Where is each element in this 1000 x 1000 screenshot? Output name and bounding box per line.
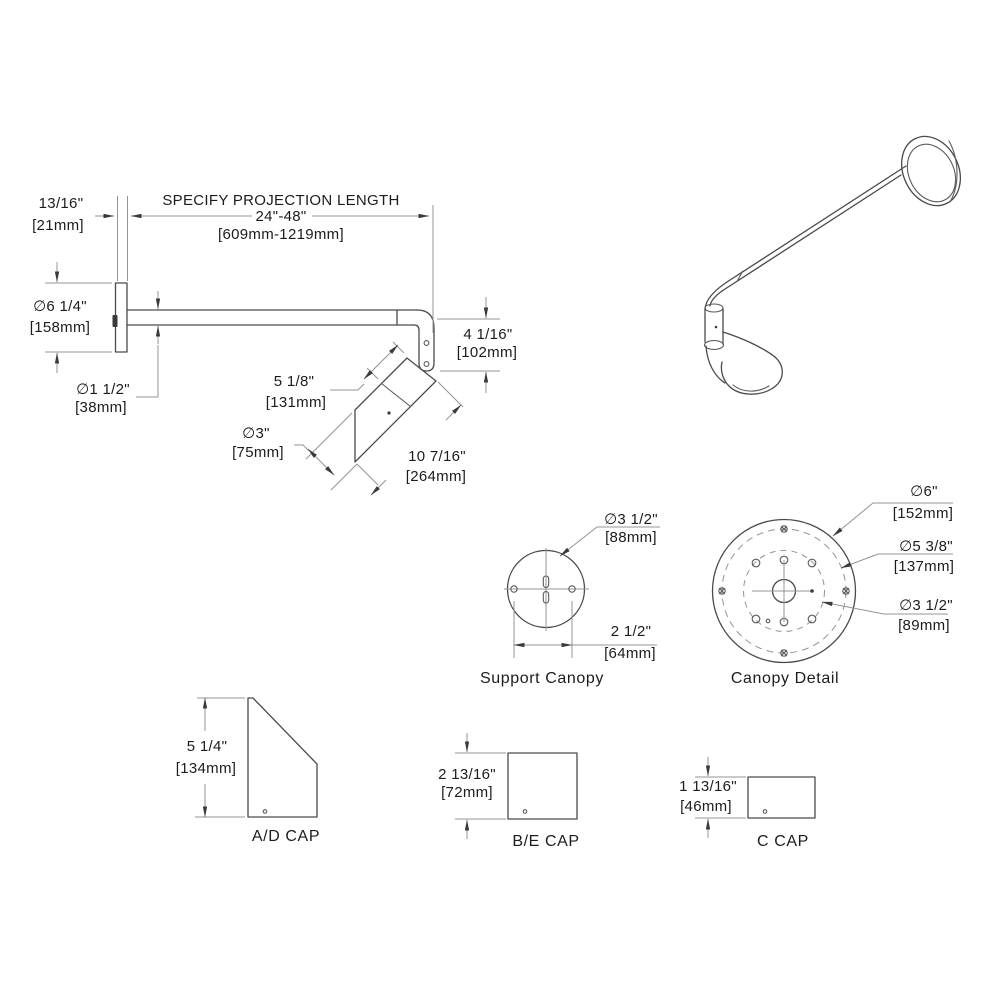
iso-arm-edge — [721, 174, 902, 292]
dim-bolt-circle-mm: [137mm] — [894, 558, 954, 575]
dim-projection-title: SPECIFY PROJECTION LENGTH — [162, 192, 399, 209]
canopy-outer-circle — [711, 518, 857, 664]
side-view: 13/16" [21mm] SPECIFY PROJECTION LENGTH … — [30, 192, 517, 496]
dim-head-dia-in: ∅3" — [242, 425, 270, 442]
elbow — [413, 309, 435, 372]
dim-head-upper-in: 5 1/8" — [274, 373, 315, 390]
leader-line — [136, 345, 159, 398]
ad-cap-hole — [262, 809, 268, 814]
dim-line — [363, 344, 399, 380]
c-cap-caption: C CAP — [757, 833, 809, 850]
c-cap-diagram: 1 13/16" [46mm] C CAP — [679, 757, 816, 850]
ext-line — [366, 367, 379, 380]
elbow-screw-hole — [423, 361, 430, 367]
dim-arm-dia-in: ∅1 1/2" — [76, 381, 130, 398]
dim-drop-in: 4 1/16" — [463, 326, 512, 343]
dim-c-cap-mm: [46mm] — [680, 798, 732, 815]
dim-canopy-inner-in: ∅3 1/2" — [899, 597, 953, 614]
dim-line — [445, 404, 462, 421]
ad-cap-profile — [247, 697, 318, 818]
center-slot — [542, 575, 550, 588]
iso-neck-ring — [704, 303, 724, 313]
mount-hole — [568, 585, 576, 593]
dim-drop-mm: [102mm] — [457, 344, 517, 361]
leader-line — [294, 444, 310, 452]
ad-cap-diagram: 5 1/4" [134mm] A/D CAP — [176, 697, 320, 845]
ad-cap-caption: A/D CAP — [252, 828, 320, 845]
lamp-head — [354, 357, 437, 463]
be-cap-hole — [522, 809, 528, 814]
lamp-head-seam — [380, 382, 412, 408]
support-canopy-diagram: ∅3 1/2" [88mm] 2 1/2" [64mm] Support Can… — [480, 511, 660, 687]
ext-line — [330, 463, 358, 491]
be-cap-profile — [507, 752, 578, 820]
dim-canopy-dia-in: ∅6 1/4" — [33, 298, 87, 315]
dim-c-cap-in: 1 13/16" — [679, 778, 737, 795]
dim-head-length-mm: [264mm] — [406, 468, 466, 485]
leader-line — [559, 526, 660, 557]
c-cap-profile — [747, 776, 816, 819]
dim-plate-thickness-in: 13/16" — [39, 195, 84, 212]
mount-hole — [510, 585, 518, 593]
elbow-screw-hole — [423, 340, 430, 346]
canopy-detail-diagram: ∅6" [152mm] ∅5 3/8" [137mm] ∅3 1/2" [89m… — [711, 483, 954, 687]
inner-circle — [743, 550, 825, 632]
lamp-head-set-screw — [387, 411, 391, 415]
plate-set-screw — [112, 315, 118, 327]
dim-projection-range-mm: [609mm-1219mm] — [218, 226, 344, 243]
dim-projection-range-in: 24"-48" — [255, 208, 306, 225]
iso-canopy-rim — [948, 140, 958, 203]
dim-be-cap-mm: [72mm] — [441, 784, 493, 801]
isometric-view — [703, 135, 961, 395]
dim-canopy-inner-mm: [89mm] — [898, 617, 950, 634]
iso-arm-edge — [726, 165, 907, 283]
ext-line — [392, 341, 405, 354]
ext-line — [305, 412, 353, 460]
iso-canopy-inner — [906, 143, 957, 203]
dim-canopy-dia-mm: [158mm] — [30, 319, 90, 336]
dim-ad-cap-mm: [134mm] — [176, 760, 236, 777]
dim-support-canopy-dia-mm: [88mm] — [605, 529, 657, 546]
leader-line — [832, 502, 953, 537]
iso-head-left-edge — [705, 345, 726, 384]
iso-neck-bottom-ring — [703, 339, 725, 351]
dim-head-dia-mm: [75mm] — [232, 444, 284, 461]
support-canopy-caption: Support Canopy — [480, 670, 604, 687]
dim-line — [370, 479, 387, 496]
ext-line — [437, 381, 464, 408]
iso-arm-seam — [736, 270, 744, 282]
canopy-detail-caption: Canopy Detail — [731, 670, 839, 687]
iso-head-rim — [732, 384, 770, 392]
dim-hole-spacing-mm: [64mm] — [604, 645, 656, 662]
dim-head-upper-mm: [131mm] — [266, 394, 326, 411]
iso-head-top-edge — [722, 331, 776, 358]
be-cap-diagram: 2 13/16" [72mm] B/E CAP — [438, 733, 579, 850]
leader-line — [821, 601, 948, 615]
leader-line — [840, 553, 953, 569]
dim-bolt-circle-in: ∅5 3/8" — [899, 538, 953, 555]
bolt-circle-screws — [718, 525, 850, 657]
dim-head-length-in: 10 7/16" — [408, 448, 466, 465]
dim-arm-dia-mm: [38mm] — [75, 399, 127, 416]
c-cap-hole — [762, 809, 768, 814]
dim-hole-spacing-in: 2 1/2" — [611, 623, 652, 640]
center-slot — [542, 591, 550, 604]
dim-support-canopy-dia-in: ∅3 1/2" — [604, 511, 658, 528]
dim-ad-cap-in: 5 1/4" — [187, 738, 228, 755]
be-cap-caption: B/E CAP — [512, 833, 579, 850]
leader-line — [330, 383, 365, 391]
iso-head-opening — [720, 356, 783, 395]
ext-line — [356, 463, 379, 486]
dim-canopy-outer-in: ∅6" — [910, 483, 938, 500]
iso-canopy-outer — [901, 135, 961, 207]
iso-neck-screw — [714, 325, 718, 329]
dim-plate-thickness-mm: [21mm] — [32, 217, 84, 234]
dim-be-cap-in: 2 13/16" — [438, 766, 496, 783]
dim-line — [307, 448, 335, 476]
dim-canopy-outer-mm: [152mm] — [893, 505, 953, 522]
center-mark — [810, 589, 814, 593]
